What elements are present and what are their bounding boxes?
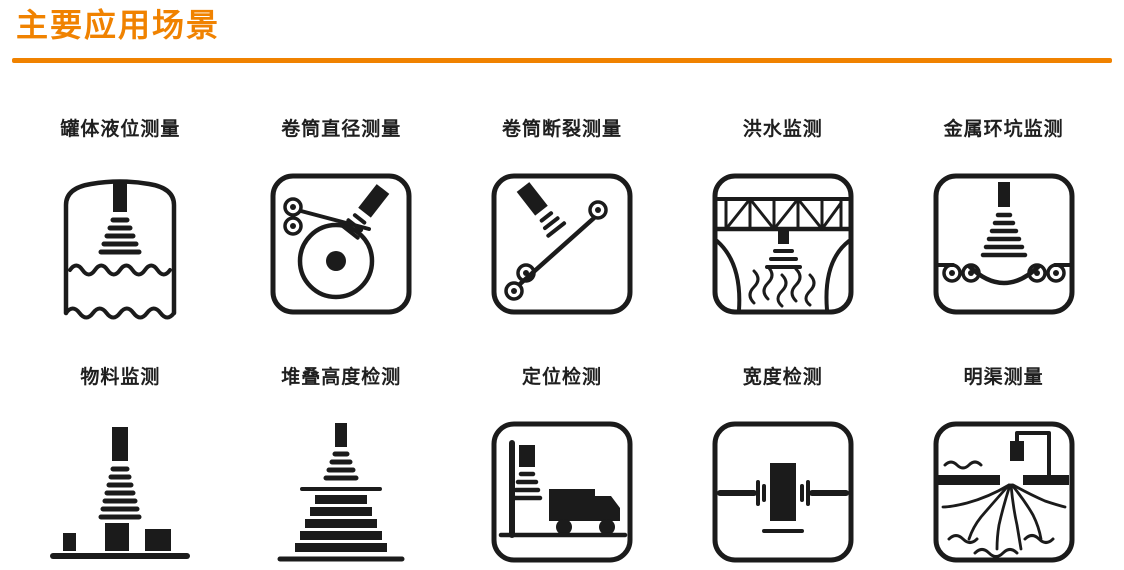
flood-monitoring-icon	[708, 168, 858, 320]
scenario-label: 罐体液位测量	[60, 119, 181, 140]
scenario-metal-ring-pit: 金属环坑监测	[893, 118, 1114, 320]
scenario-stack-height: 堆叠高度检测	[231, 366, 452, 568]
reel-diameter-icon	[266, 168, 416, 320]
tank-level-icon	[45, 168, 195, 320]
scenario-tank-level: 罐体液位测量	[10, 118, 231, 320]
material-monitoring-icon	[45, 416, 195, 568]
open-channel-icon	[929, 416, 1079, 568]
scenario-grid: 罐体液位测量 卷筒直径测量	[0, 63, 1124, 568]
page-title: 主要应用场景	[16, 7, 221, 43]
scenario-label: 明渠测量	[963, 367, 1044, 388]
scenario-label: 洪水监测	[742, 119, 823, 140]
accent-divider	[12, 58, 1112, 63]
section-header: 主要应用场景	[0, 0, 1124, 44]
scenario-label: 物料监测	[80, 367, 161, 388]
scenario-reel-break: 卷筒断裂测量	[452, 118, 673, 320]
scenario-label: 定位检测	[521, 367, 602, 388]
scenario-label: 金属环坑监测	[943, 119, 1064, 140]
scenario-label: 卷筒直径测量	[281, 119, 402, 140]
scenario-reel-diameter: 卷筒直径测量	[231, 118, 452, 320]
position-detection-icon	[487, 416, 637, 568]
scenario-material-monitoring: 物料监测	[10, 366, 231, 568]
scenario-width-detection: 宽度检测	[672, 366, 893, 568]
stack-height-icon	[266, 416, 416, 568]
scenario-open-channel: 明渠测量	[893, 366, 1114, 568]
scenario-label: 卷筒断裂测量	[501, 119, 622, 140]
scenario-label: 堆叠高度检测	[281, 367, 402, 388]
scenario-position-detection: 定位检测	[452, 366, 673, 568]
width-detection-icon	[708, 416, 858, 568]
metal-ring-pit-icon	[929, 168, 1079, 320]
reel-break-icon	[487, 168, 637, 320]
scenario-flood-monitoring: 洪水监测	[672, 118, 893, 320]
scenario-label: 宽度检测	[742, 367, 823, 388]
